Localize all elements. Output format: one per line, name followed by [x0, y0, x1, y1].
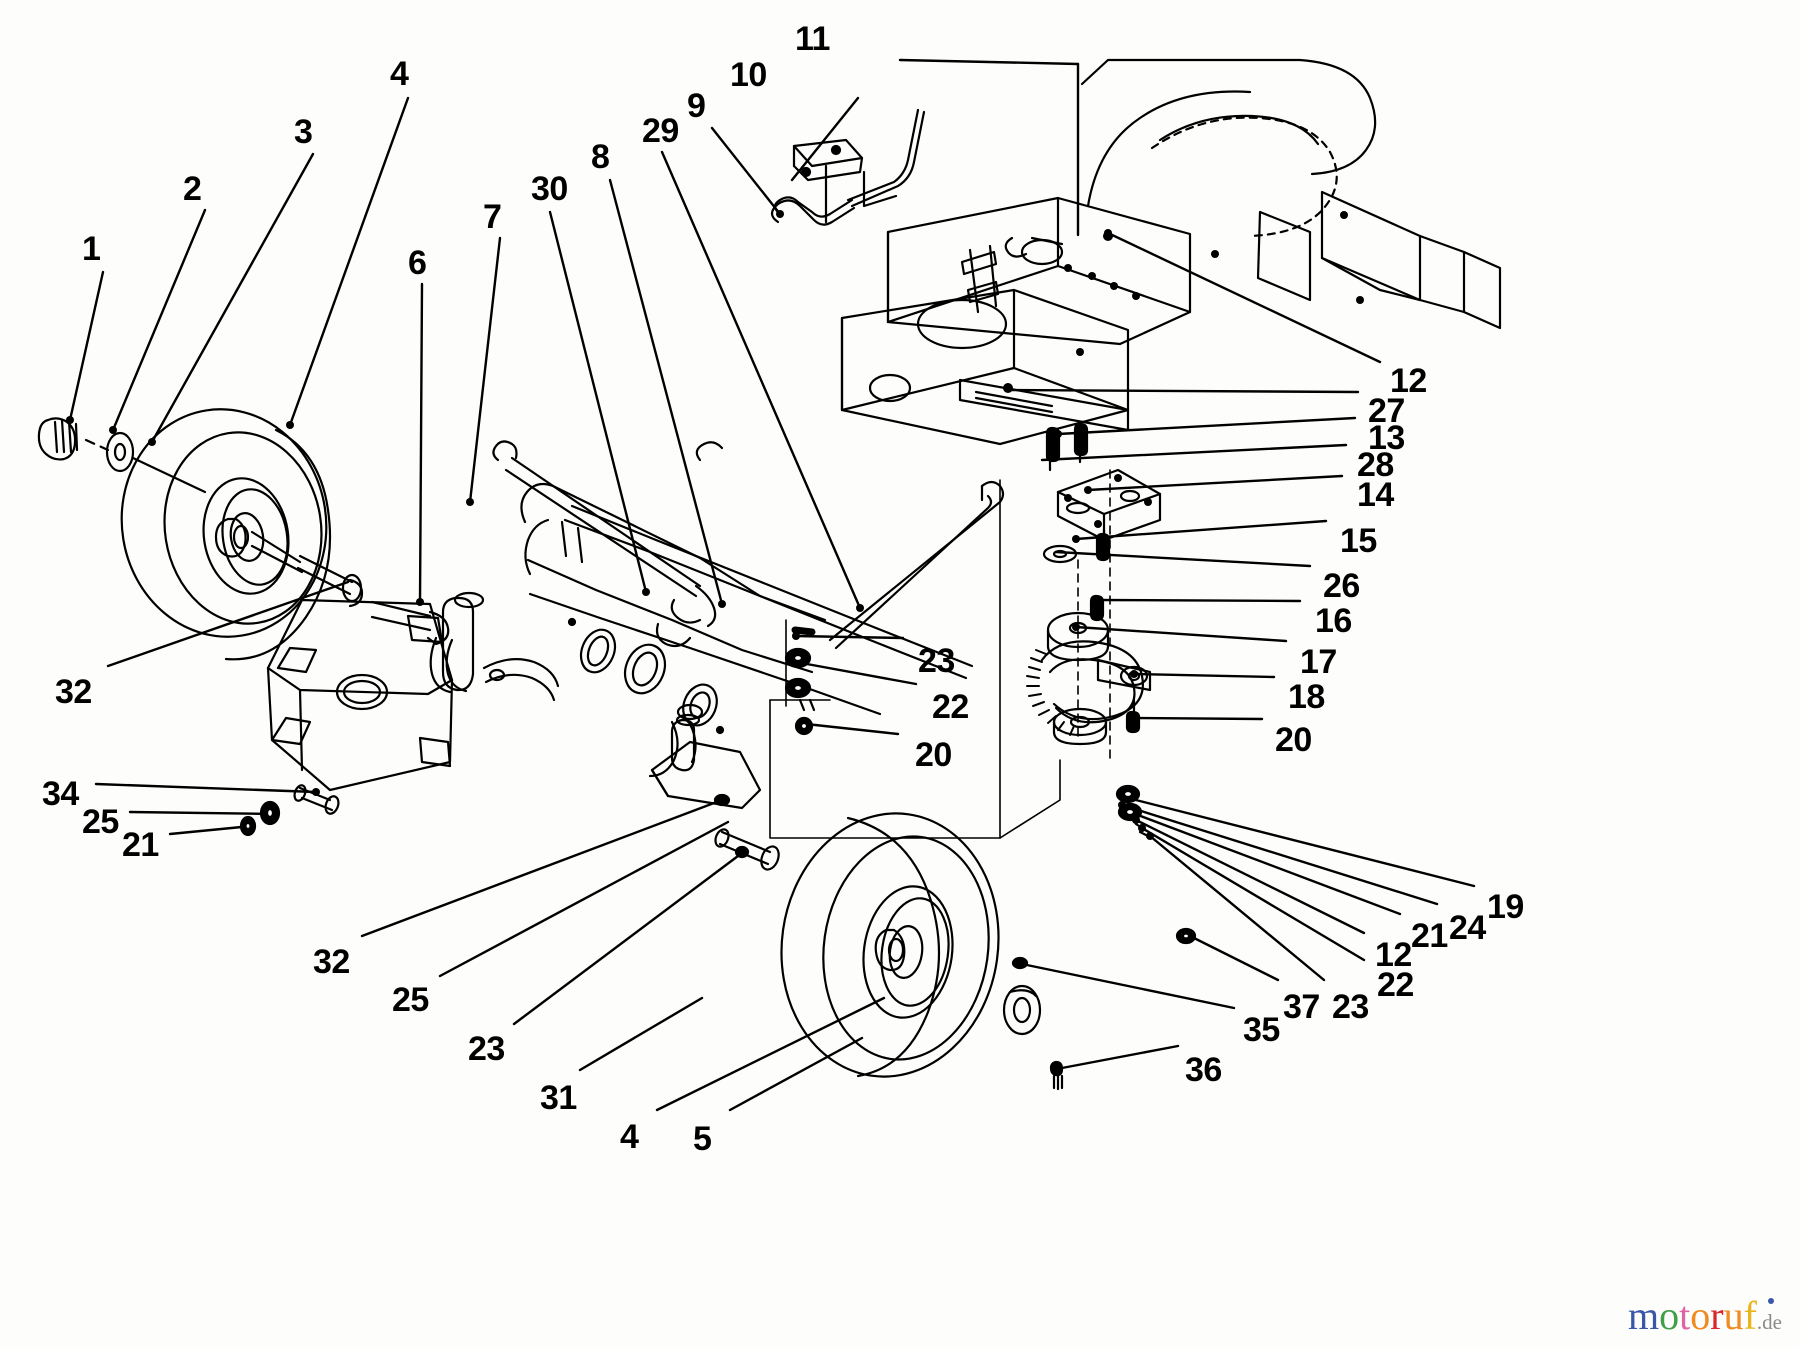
watermark-letter-m-0: m [1628, 1293, 1660, 1338]
motoruf-watermark: motoruf.de [1628, 1296, 1782, 1336]
callout-21-right: 21 [1411, 917, 1448, 955]
callout-12-lower: 12 [1375, 936, 1412, 974]
callout-29: 29 [642, 112, 679, 150]
callout-4-bottom: 4 [620, 1118, 639, 1156]
callout-20-center: 20 [915, 736, 952, 774]
callout-12-upper: 12 [1390, 362, 1427, 400]
callout-30: 30 [531, 170, 568, 208]
callout-6: 6 [408, 244, 427, 282]
callout-26: 26 [1323, 567, 1360, 605]
watermark-letter-u-5: u [1723, 1293, 1744, 1338]
callout-14: 14 [1357, 476, 1394, 514]
steering-sector-assembly [769, 422, 1162, 839]
callout-21-left: 21 [122, 826, 159, 864]
callout-25-left: 25 [82, 803, 119, 841]
callout-8: 8 [591, 138, 610, 176]
leader-endpoint-dots [66, 210, 1154, 968]
left-front-wheel-assembly [37, 408, 364, 661]
callout-27: 27 [1368, 392, 1405, 430]
callout-9: 9 [687, 87, 706, 125]
callout-3: 3 [294, 113, 313, 151]
right-stay-rod [828, 480, 1005, 650]
callout-20-right: 20 [1275, 721, 1312, 759]
watermark-letter-t-2: t [1679, 1293, 1691, 1338]
watermark-letter-f-6: f [1743, 1293, 1757, 1338]
latch-bracket-assembly [770, 108, 926, 226]
watermark-letter-o-3: o [1690, 1293, 1711, 1338]
chassis-frame [840, 58, 1502, 446]
center-lower-bracket [650, 703, 780, 871]
callout-34: 34 [42, 775, 79, 813]
watermark-letter-r-4: r [1710, 1293, 1724, 1338]
callout-11: 11 [795, 20, 830, 58]
callout-17: 17 [1300, 643, 1337, 681]
callout-15: 15 [1340, 522, 1377, 560]
callout-22-lower: 22 [1377, 966, 1414, 1004]
callout-22-center: 22 [932, 688, 969, 726]
callout-32-upper: 32 [55, 673, 92, 711]
callout-2: 2 [183, 170, 202, 208]
callout-23-center: 23 [918, 642, 955, 680]
left-chassis-bracket [239, 598, 454, 837]
callout-35: 35 [1243, 1011, 1280, 1049]
callout-32-lower: 32 [313, 943, 350, 981]
callout-36: 36 [1185, 1051, 1222, 1089]
callout-31: 31 [540, 1079, 577, 1117]
callout-19: 19 [1487, 888, 1524, 926]
callout-16: 16 [1315, 602, 1352, 640]
callout-13: 13 [1368, 419, 1405, 457]
callout-23-right: 23 [1332, 988, 1369, 1026]
watermark-suffix: .de [1756, 1310, 1782, 1334]
spacer-hardware [1175, 927, 1197, 945]
callout-1: 1 [82, 230, 101, 268]
callout-23-lower: 23 [468, 1030, 505, 1068]
center-hardware-stack [784, 619, 816, 736]
callout-28: 28 [1357, 446, 1394, 484]
callout-10: 10 [730, 56, 767, 94]
right-wheel-assembly [780, 812, 1064, 1091]
front-axle-beam [520, 441, 974, 778]
callout-18: 18 [1288, 678, 1325, 716]
left-spindle-arm [370, 591, 560, 702]
callout-5: 5 [693, 1120, 712, 1158]
callout-37: 37 [1283, 988, 1320, 1026]
callout-24: 24 [1449, 909, 1486, 947]
callout-4-top: 4 [390, 55, 409, 93]
watermark-letter-o-1: o [1659, 1293, 1680, 1338]
callout-25-lower: 25 [392, 981, 429, 1019]
watermark-dot [1768, 1298, 1774, 1304]
callout-7: 7 [483, 198, 502, 236]
steering-linkage-rod [492, 440, 717, 648]
leader-lines [68, 58, 1476, 1112]
